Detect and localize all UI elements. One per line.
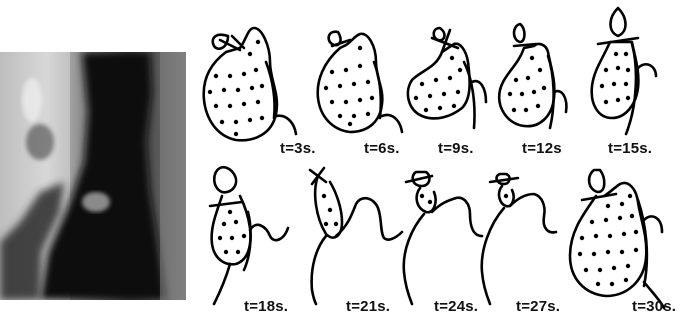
- frame-7: [296, 162, 406, 306]
- stomach-outline-6: [200, 162, 296, 306]
- stomach-outline-1: [196, 18, 300, 150]
- stomach-outline-3: [402, 18, 494, 148]
- frame-10: [564, 160, 676, 310]
- xray-image: [0, 52, 186, 300]
- frame-10-label: t=30s.: [632, 298, 676, 315]
- stomach-outline-10: [564, 160, 676, 310]
- stomach-outline-7: [296, 162, 406, 306]
- frame-1: [196, 18, 300, 150]
- stomach-outline-5: [582, 4, 662, 148]
- frame-3: [402, 18, 494, 148]
- frame-4-label: t=12s: [522, 140, 562, 157]
- stomach-outline-2: [310, 18, 406, 148]
- stomach-outline-4: [494, 16, 574, 148]
- frame-5-label: t=15s.: [608, 140, 652, 157]
- frame-6: [200, 162, 296, 306]
- frame-5: [582, 4, 662, 148]
- frame-8-label: t=24s.: [434, 298, 478, 315]
- frame-9-label: t=27s.: [516, 298, 560, 315]
- frame-2: [310, 18, 406, 148]
- frame-6-label: t=18s.: [244, 298, 288, 315]
- frame-4: [494, 16, 574, 148]
- frame-2-label: t=6s.: [364, 140, 400, 157]
- frame-7-label: t=21s.: [346, 298, 390, 315]
- frame-3-label: t=9s.: [438, 140, 474, 157]
